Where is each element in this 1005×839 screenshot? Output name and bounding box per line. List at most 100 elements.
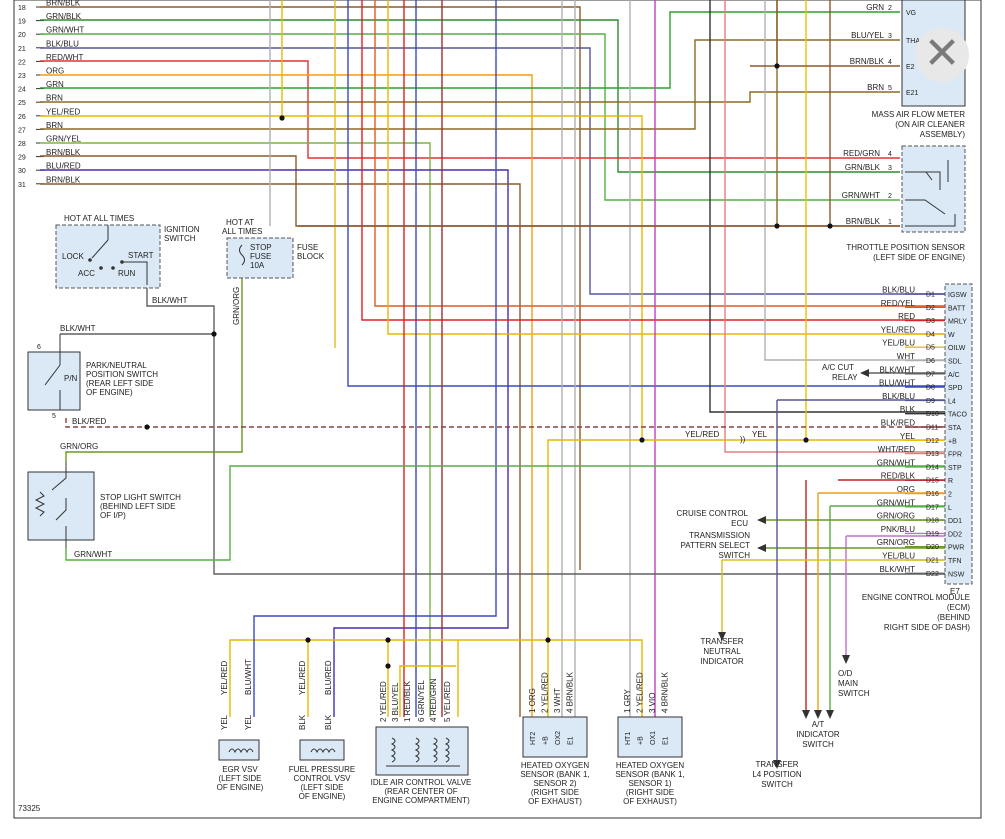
maf-title-1: MASS AIR FLOW METER <box>872 110 966 119</box>
fuse-block-2: BLOCK <box>297 252 325 261</box>
at-indicator-label: A/T INDICATOR SWITCH <box>796 720 839 749</box>
harness-row-color: BLU/RED <box>46 162 81 171</box>
maf-pin-terminal: E2 <box>906 64 915 71</box>
iac-coils-icon <box>386 737 460 767</box>
pattern-2: PATTERN SELECT <box>681 541 751 550</box>
ecm-row-terminal: TFN <box>948 558 962 565</box>
ecm-row-pin: D19 <box>926 531 939 538</box>
o2b1-wire-label: 2 YEL/RED <box>636 672 645 713</box>
fp-c2: BLK <box>324 714 333 730</box>
maf-pin-number: 2 <box>888 5 892 12</box>
splice-connector-icon: )) <box>740 435 746 444</box>
ecm-row-color: YEL/BLU <box>882 552 915 561</box>
ecm-row-color: GRN/ORG <box>877 512 915 521</box>
ecm-row-terminal: DD2 <box>948 531 962 538</box>
fuse-block-1: FUSE <box>297 243 318 252</box>
harness-row-number: 25 <box>18 100 26 107</box>
o2b2-n1: HEATED OXYGEN <box>521 761 590 770</box>
ecm-title: ENGINE CONTROL MODULE (ECM) (BEHIND RIGH… <box>862 593 971 632</box>
harness-row-color: YEL/RED <box>46 107 80 116</box>
harness-row-color: BRN/BLK <box>46 148 81 157</box>
ignition-name-1: IGNITION <box>164 225 200 234</box>
stop-contacts <box>34 462 67 548</box>
pn-top-wire: BLK/WHT <box>60 324 96 333</box>
ecm-row-terminal: IGSW <box>948 292 967 299</box>
ecm-row-terminal: SDL <box>948 359 962 366</box>
ecm-row-pin: D10 <box>926 411 939 418</box>
harness-row-number: 26 <box>18 114 26 121</box>
ecm-row-color: BLK <box>900 405 916 414</box>
ecm-row-color: GRN/WHT <box>877 458 915 467</box>
ecm-row-terminal: NSW <box>948 571 965 578</box>
ecm-row-color: BLK/RED <box>881 419 915 428</box>
o2b2-wire-label: 4 BRN/BLK <box>566 671 575 713</box>
tps-pin-number: 1 <box>888 219 892 226</box>
o2b1-name: HEATED OXYGEN SENSOR (BANK 1, SENSOR 1) … <box>615 761 684 806</box>
tps-title-1: THROTTLE POSITION SENSOR <box>846 243 965 252</box>
fp-n4: OF ENGINE) <box>299 792 346 801</box>
harness-row-color: GRN/WHT <box>46 26 84 35</box>
ecm-row-color: RED <box>898 312 915 321</box>
tps-pin-color: GRN/WHT <box>842 191 880 200</box>
ecm-row-terminal: SPD <box>948 385 962 392</box>
ecm-row-color: BLK/WHT <box>879 365 915 374</box>
iac-name: IDLE AIR CONTROL VALVE (REAR CENTER OF E… <box>371 778 472 805</box>
tl4-2: L4 POSITION <box>752 770 802 779</box>
ecm-row-pin: D7 <box>926 371 935 378</box>
o2b1-pin-label: E1 <box>663 736 670 745</box>
ecm-row-pin: D18 <box>926 518 939 525</box>
tps-pin-color: GRN/BLK <box>845 163 881 172</box>
harness-row-color: BRN <box>46 94 63 103</box>
o2b1-pin-label: OX1 <box>650 731 657 745</box>
egr-c1: YEL <box>220 714 229 730</box>
harness-row-color: GRN <box>46 80 64 89</box>
maf-title-3: ASSEMBLY) <box>920 130 966 139</box>
harness-row-number: 27 <box>18 127 26 134</box>
iac-n1: IDLE AIR CONTROL VALVE <box>371 778 472 787</box>
o2b1-n1: HEATED OXYGEN <box>616 761 685 770</box>
iac-wire-label: 4 RED/GRN <box>429 678 438 722</box>
iac-wire-label: 1 RED/BLK <box>403 680 412 722</box>
ecm-row-pin: D6 <box>926 358 935 365</box>
ecm-row-terminal: A/C <box>948 372 960 379</box>
ignition-name-2: SWITCH <box>164 234 196 243</box>
ac-relay-2: RELAY <box>832 373 858 382</box>
pn-contacts <box>44 334 61 410</box>
fuse-icon <box>239 244 245 266</box>
stop-name-2: (BEHIND LEFT SIDE <box>100 502 175 511</box>
o2b1-pin-label: +B <box>638 736 645 745</box>
fp-w2: BLU/RED <box>324 660 333 695</box>
close-icon[interactable]: ✕ <box>915 28 969 82</box>
harness-row-color: BLK/BLU <box>46 39 79 48</box>
egr-name: EGR VSV (LEFT SIDE OF ENGINE) <box>217 765 264 792</box>
ecm-row-color: RED/BLK <box>881 472 916 481</box>
ecm-title-2: (ECM) <box>947 603 970 612</box>
ecm-row-terminal: 2 <box>948 492 952 499</box>
harness-row-number: 24 <box>18 87 26 94</box>
o2b1-pin-label: HT1 <box>625 732 632 745</box>
ecm-row-terminal: DD1 <box>948 518 962 525</box>
pn-name-3: (REAR LEFT SIDE <box>86 379 153 388</box>
ecm-row-pin: D16 <box>926 491 939 498</box>
fp-n1: FUEL PRESSURE <box>289 765 355 774</box>
ecm-row-terminal: BATT <box>948 305 966 312</box>
transfer-l4-label: TRANSFER L4 POSITION SWITCH <box>752 760 802 789</box>
egr-n1: EGR VSV <box>222 765 258 774</box>
ecm-row-pin: D3 <box>926 318 935 325</box>
ecm-row-terminal: R <box>948 478 953 485</box>
ecm-row-pin: D5 <box>926 345 935 352</box>
harness-row-number: 23 <box>18 73 26 80</box>
ecm-row-color: RED/YEL <box>881 299 916 308</box>
splice-left-wire: YEL/RED <box>685 430 719 439</box>
ecm-title-3: (BEHIND <box>937 613 970 622</box>
cruise-1: CRUISE CONTROL <box>676 509 748 518</box>
od-1: O/D <box>838 669 852 678</box>
o2b1-n4: (RIGHT SIDE <box>626 788 674 797</box>
tl4-1: TRANSFER <box>755 760 798 769</box>
ecm-row-color: YEL/BLU <box>882 339 915 348</box>
pn-pin-6: 6 <box>37 344 41 351</box>
